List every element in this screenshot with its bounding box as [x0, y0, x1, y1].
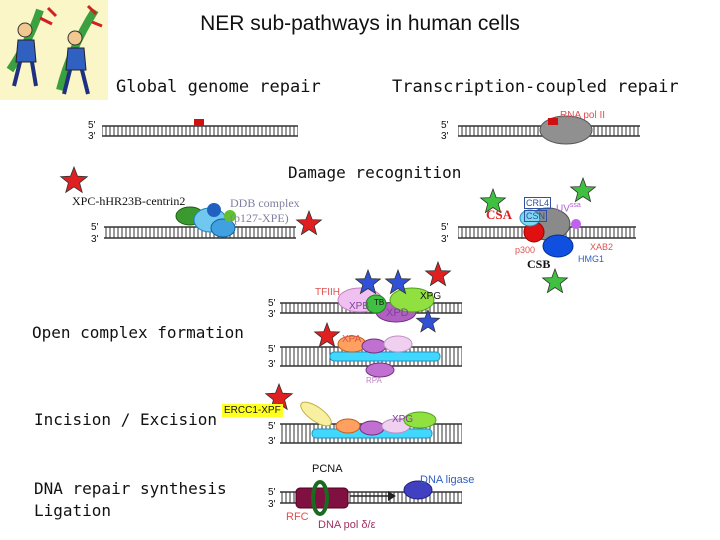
step-ligation: Ligation: [34, 501, 112, 520]
label-hmg1: HMG1: [578, 254, 605, 264]
xpa-rpa-shapes: [337, 335, 413, 378]
star-red-icon: [295, 209, 323, 236]
label-three-prime: 3': [268, 499, 276, 510]
label-uv: UVssa: [556, 202, 581, 215]
dna-ggr-top: [102, 119, 298, 137]
label-xpd: XPD: [386, 307, 409, 319]
label-p300: p300: [515, 245, 536, 255]
label-five-prime: 5': [441, 222, 449, 233]
label-dna-ligase: DNA ligase: [420, 474, 475, 486]
label-xpg-incision: XPG: [392, 414, 414, 425]
label-five-prime: 5': [268, 487, 276, 498]
label-xab2: XAB2: [590, 242, 614, 252]
step-open-complex: Open complex formation: [32, 323, 244, 342]
incision-proteins: [300, 401, 437, 436]
label-five-prime: 5': [441, 120, 449, 131]
tcr-heading: Transcription-coupled repair: [392, 77, 679, 97]
star-red-icon: [264, 382, 294, 411]
label-xpg: XPG: [420, 291, 442, 302]
dna-ligase-shape: [403, 480, 433, 500]
tfiih-complex-shape: [337, 287, 435, 323]
label-pcna: PCNA: [312, 463, 343, 475]
label-five-prime: 5': [91, 222, 99, 233]
label-three-prime: 3': [441, 234, 449, 245]
label-tb: TB: [374, 298, 385, 307]
label-tfiih: TFIIH: [315, 287, 340, 298]
star-red-icon: [424, 260, 452, 287]
label-five-prime: 5': [268, 421, 276, 432]
label-rfc: RFC: [286, 511, 309, 523]
label-rpa: RPA: [366, 376, 382, 385]
label-ddb-complex: DDB complex: [230, 196, 300, 210]
dna-tcr-top: [458, 115, 640, 145]
label-five-prime: 5': [268, 298, 276, 309]
label-xpc-complex: XPC-hHR23B-centrin2: [72, 194, 186, 208]
ggr-heading: Global genome repair: [116, 77, 321, 97]
label-csa: CSA: [486, 207, 513, 222]
xpc-complex-shape: [175, 203, 236, 238]
label-xpb: XPB: [349, 301, 370, 312]
label-csb: CSB: [527, 257, 551, 271]
label-csn: CSN: [524, 210, 548, 222]
dna-damage-lesion: [194, 119, 204, 126]
star-red-icon: [59, 165, 89, 194]
pcna-ring: [311, 480, 329, 516]
label-three-prime: 3': [441, 131, 449, 142]
step-synthesis: DNA repair synthesis: [34, 479, 227, 498]
label-three-prime: 3': [268, 309, 276, 320]
label-xpa: XPA: [342, 334, 362, 345]
star-red-icon: [313, 321, 341, 348]
dna-xpa-rpa: [280, 346, 462, 367]
tcr-protein-cluster: [519, 207, 581, 258]
label-five-prime: 5': [268, 344, 276, 355]
label-three-prime: 3': [268, 436, 276, 447]
label-three-prime: 3': [268, 359, 276, 370]
star-blue-icon: [384, 268, 412, 295]
label-ercc1-xpf: ERCC1-XPF: [222, 404, 283, 417]
step-incision: Incision / Excision: [34, 410, 218, 429]
label-crl4: CRL4: [524, 197, 552, 209]
label-five-prime: 5': [88, 120, 96, 131]
label-p127-xpe: (p127-XPE): [230, 211, 289, 225]
clipart-figures-icon: [0, 0, 108, 100]
step-damage-recognition: Damage recognition: [288, 163, 462, 182]
label-three-prime: 3': [88, 131, 96, 142]
page-title: NER sub-pathways in human cells: [200, 12, 520, 35]
label-dna-pol: DNA pol δ/ε: [318, 519, 376, 531]
label-rna-pol-ii: RNA pol II: [560, 110, 606, 121]
star-green-icon: [541, 267, 569, 294]
star-blue-icon: [415, 308, 441, 333]
dna-synthesis: [280, 480, 462, 516]
star-green-icon: [479, 187, 507, 214]
label-three-prime: 3': [91, 234, 99, 245]
star-green-icon: [569, 176, 597, 203]
star-blue-icon: [354, 268, 382, 295]
